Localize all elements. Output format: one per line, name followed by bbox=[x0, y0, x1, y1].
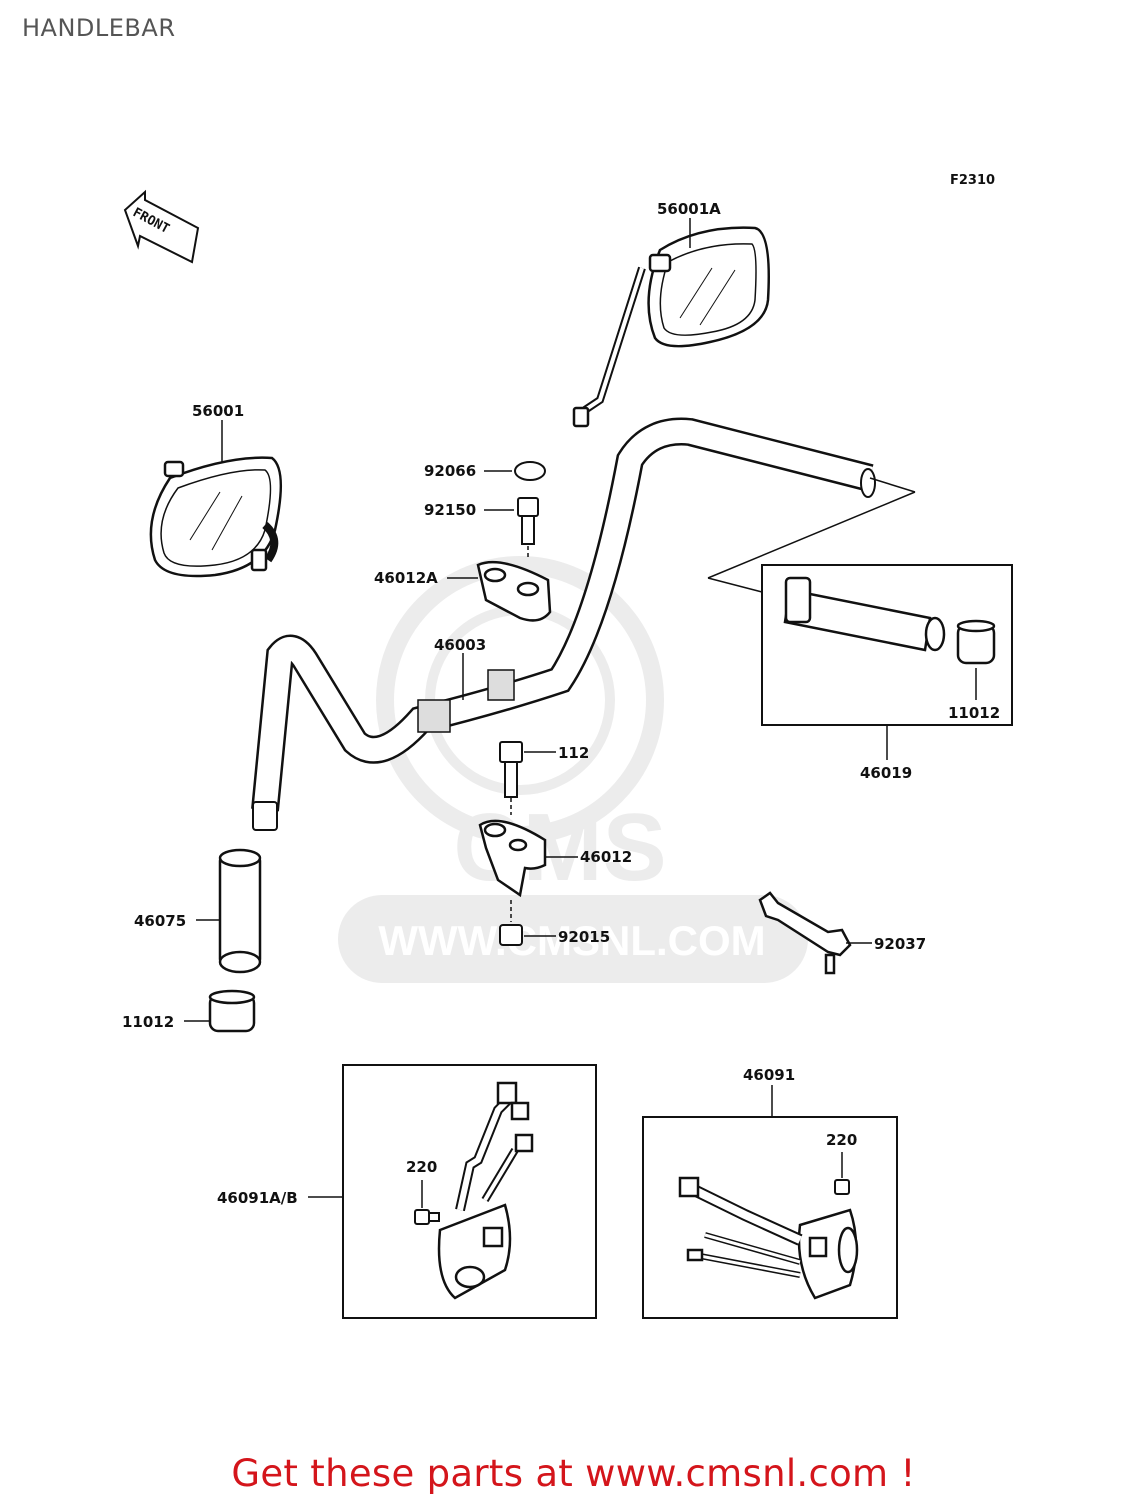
label-92066: 92066 bbox=[424, 462, 476, 480]
mirror-left bbox=[149, 456, 283, 578]
label-46091AB: 46091A/B bbox=[217, 1189, 298, 1207]
label-46091: 46091 bbox=[743, 1066, 795, 1084]
switch-left bbox=[437, 1081, 534, 1300]
label-46075: 46075 bbox=[134, 912, 186, 930]
bolt-112 bbox=[499, 741, 523, 798]
switch-box-46091 bbox=[642, 1116, 898, 1319]
nut-92015 bbox=[499, 924, 523, 946]
label-112: 112 bbox=[558, 744, 589, 762]
bolt-92150 bbox=[517, 497, 539, 545]
front-arrow-icon: FRONT bbox=[123, 189, 200, 264]
handlebar bbox=[251, 417, 876, 831]
switch-right bbox=[678, 1176, 859, 1300]
screw-220-left bbox=[414, 1209, 440, 1225]
label-220-right: 220 bbox=[826, 1131, 857, 1149]
watermark: CMS WWW.CMSNL.COM bbox=[338, 556, 808, 983]
label-11012-right: 11012 bbox=[948, 704, 1000, 722]
end-cap-11012-left bbox=[208, 989, 256, 1033]
wrench-92037 bbox=[758, 891, 852, 975]
screw-220-right bbox=[834, 1179, 850, 1195]
label-46012A: 46012A bbox=[374, 569, 438, 587]
holder-46012A bbox=[476, 560, 552, 622]
cap-92066 bbox=[514, 461, 546, 481]
label-56001: 56001 bbox=[192, 402, 244, 420]
grip-46019 bbox=[783, 576, 946, 652]
holder-46012 bbox=[478, 819, 547, 898]
mirror-right bbox=[572, 226, 771, 428]
footer-promo-link[interactable]: Get these parts at www.cmsnl.com ! bbox=[231, 1452, 916, 1495]
watermark-url: WWW.CMSNL.COM bbox=[378, 917, 765, 964]
label-11012-left: 11012 bbox=[122, 1013, 174, 1031]
label-46019: 46019 bbox=[860, 764, 912, 782]
label-56001A: 56001A bbox=[657, 200, 721, 218]
grip-46075 bbox=[218, 848, 262, 974]
switch-box-46091AB bbox=[342, 1064, 597, 1319]
label-92037: 92037 bbox=[874, 935, 926, 953]
label-92150: 92150 bbox=[424, 501, 476, 519]
label-46003: 46003 bbox=[434, 636, 486, 654]
figure-code: F2310 bbox=[950, 173, 995, 188]
label-46012: 46012 bbox=[580, 848, 632, 866]
label-92015: 92015 bbox=[558, 928, 610, 946]
end-cap-11012-right bbox=[956, 619, 996, 665]
label-220-left: 220 bbox=[406, 1158, 437, 1176]
page-title: HANDLEBAR bbox=[22, 14, 176, 42]
